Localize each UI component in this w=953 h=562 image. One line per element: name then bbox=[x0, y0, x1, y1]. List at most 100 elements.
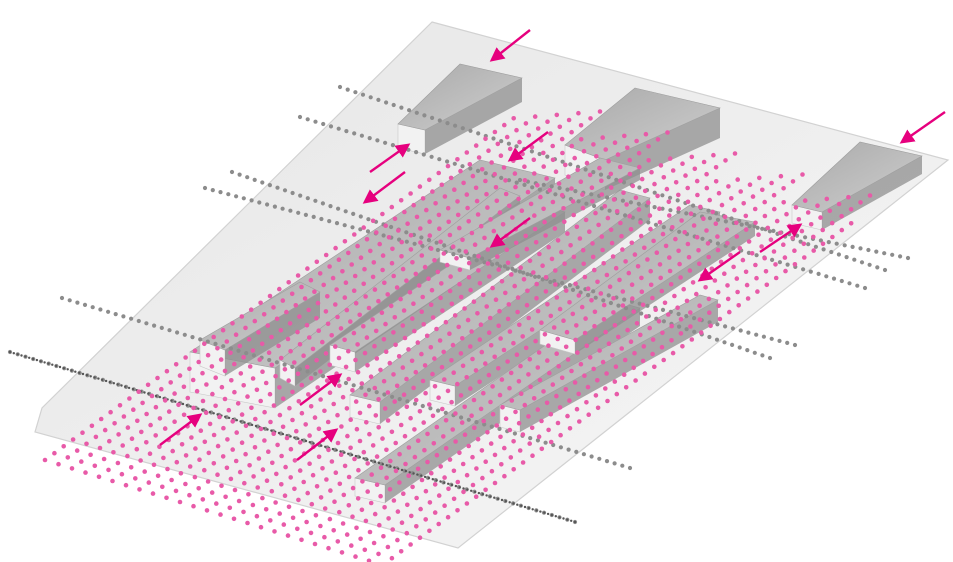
dot bbox=[774, 218, 780, 224]
dot bbox=[657, 262, 663, 267]
dot bbox=[757, 175, 762, 181]
dot bbox=[478, 406, 484, 412]
dot bbox=[565, 413, 570, 419]
dot bbox=[450, 342, 456, 348]
dot bbox=[343, 280, 349, 286]
dot bbox=[589, 454, 594, 459]
dot bbox=[314, 259, 320, 265]
dot bbox=[293, 303, 299, 308]
dot bbox=[340, 269, 345, 274]
dot bbox=[324, 477, 329, 482]
dot bbox=[386, 235, 392, 240]
dot bbox=[422, 113, 427, 118]
dot bbox=[352, 456, 357, 462]
dot bbox=[325, 321, 331, 327]
dot bbox=[620, 247, 625, 252]
dot bbox=[755, 289, 760, 294]
dot bbox=[517, 448, 523, 453]
dot bbox=[667, 156, 673, 161]
dot bbox=[762, 213, 768, 219]
dot bbox=[354, 426, 360, 432]
dot bbox=[455, 199, 460, 204]
dot bbox=[214, 501, 219, 506]
dot bbox=[543, 511, 546, 514]
dot bbox=[560, 280, 565, 286]
dot bbox=[231, 516, 237, 522]
magenta-axis-lines bbox=[42, 109, 873, 562]
dot bbox=[321, 121, 326, 127]
dot bbox=[274, 316, 280, 322]
dot bbox=[295, 329, 300, 335]
dot bbox=[234, 194, 239, 199]
dot bbox=[157, 416, 163, 421]
dot bbox=[647, 213, 653, 218]
dot bbox=[411, 202, 417, 208]
dot bbox=[285, 533, 291, 538]
dot bbox=[507, 203, 512, 209]
dot bbox=[428, 302, 434, 308]
block-top bbox=[791, 141, 923, 213]
dot bbox=[373, 328, 379, 334]
magenta-dotted-line bbox=[245, 179, 719, 526]
dot bbox=[576, 110, 581, 116]
dot bbox=[384, 447, 389, 453]
dot bbox=[421, 420, 427, 425]
dot bbox=[290, 515, 296, 521]
dot bbox=[362, 457, 365, 460]
dot bbox=[277, 431, 281, 435]
dot bbox=[640, 302, 646, 308]
dot bbox=[713, 179, 719, 184]
dot bbox=[576, 293, 582, 298]
dot bbox=[435, 479, 438, 482]
dot bbox=[548, 411, 554, 417]
dot bbox=[535, 126, 541, 131]
dot bbox=[575, 350, 580, 355]
dot bbox=[686, 254, 692, 260]
dot bbox=[793, 205, 799, 210]
dot bbox=[715, 241, 721, 246]
dot bbox=[287, 321, 293, 326]
dot bbox=[189, 405, 192, 408]
dot bbox=[697, 317, 703, 322]
dot bbox=[169, 477, 174, 483]
dot bbox=[391, 273, 397, 279]
dot bbox=[82, 302, 88, 307]
dot bbox=[500, 222, 506, 227]
dot bbox=[453, 439, 458, 444]
dot bbox=[590, 199, 595, 204]
dot bbox=[444, 262, 450, 268]
dot bbox=[323, 252, 329, 258]
dot bbox=[550, 157, 556, 163]
dot bbox=[425, 459, 430, 465]
dot bbox=[827, 208, 833, 214]
dot bbox=[351, 288, 357, 294]
dot bbox=[404, 239, 409, 244]
dot bbox=[266, 449, 271, 455]
dot bbox=[376, 551, 381, 557]
dot bbox=[399, 253, 404, 259]
dot bbox=[377, 522, 382, 528]
dot bbox=[249, 433, 254, 439]
dot bbox=[427, 219, 432, 224]
dot bbox=[679, 218, 684, 223]
dot bbox=[497, 426, 502, 431]
dot bbox=[653, 222, 659, 227]
dot bbox=[528, 436, 533, 441]
dot bbox=[436, 170, 442, 176]
dot bbox=[282, 362, 287, 367]
dot bbox=[398, 296, 403, 302]
dot bbox=[824, 196, 830, 202]
dot bbox=[545, 154, 550, 159]
block-face-side bbox=[355, 212, 565, 372]
dot bbox=[617, 277, 622, 283]
dot bbox=[844, 255, 849, 260]
dot bbox=[734, 220, 739, 226]
dot bbox=[546, 512, 550, 516]
arrow-icon bbox=[759, 223, 803, 253]
dot bbox=[459, 415, 464, 420]
dot bbox=[711, 152, 716, 158]
dot bbox=[623, 306, 629, 311]
dot bbox=[431, 478, 434, 481]
dot bbox=[192, 348, 198, 354]
dot bbox=[760, 226, 765, 231]
